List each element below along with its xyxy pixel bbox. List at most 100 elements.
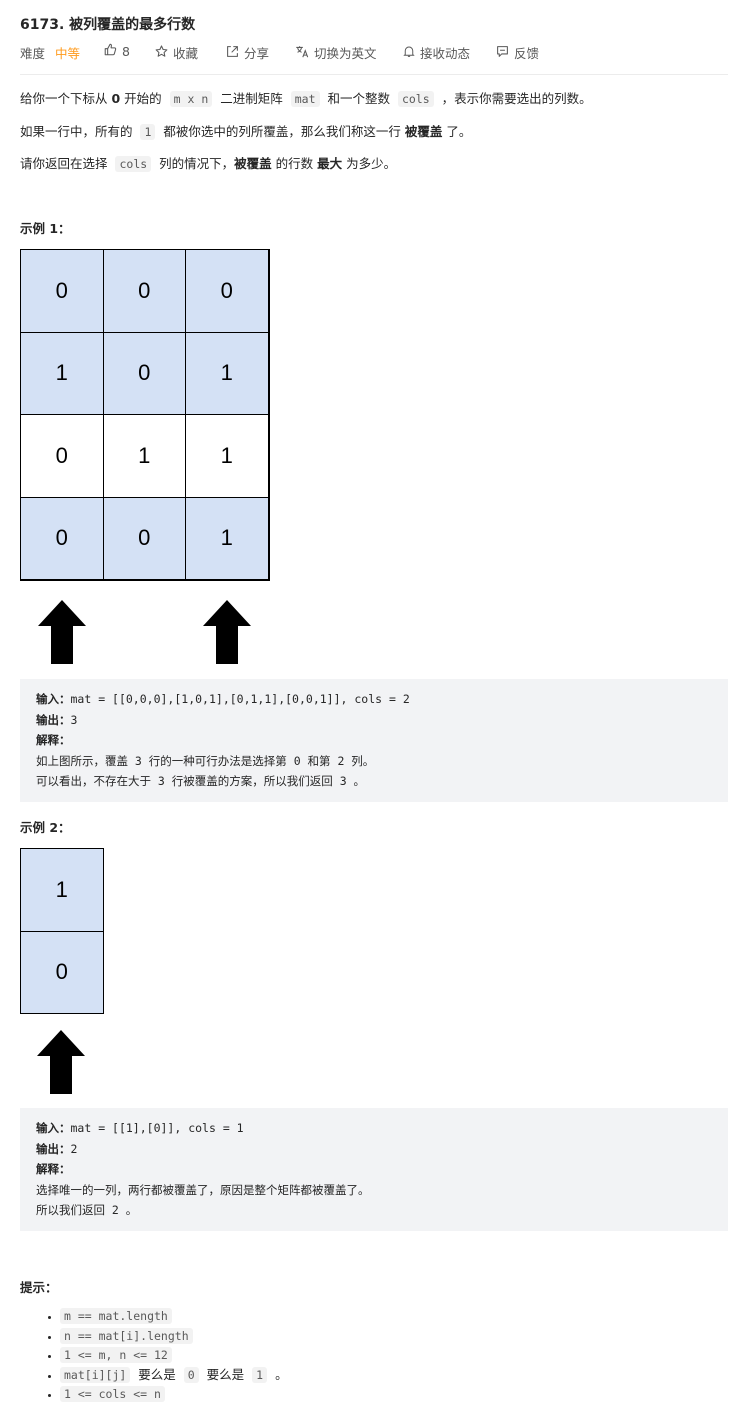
explanation-label: 解释：: [36, 1162, 71, 1176]
explanation-text: 如上图所示，覆盖 3 行的一种可行办法是选择第 0 和第 2 列。: [36, 753, 375, 768]
example-2-code-block: 输入：mat = [[1],[0]], cols = 1 输出：2 解释： 选择…: [20, 1108, 728, 1231]
arrow-up-icon: [37, 1030, 85, 1094]
text: 。: [271, 1366, 288, 1382]
feedback-label: 反馈: [514, 46, 540, 61]
output-label: 输出：: [36, 712, 71, 727]
header-divider: [20, 74, 728, 75]
inline-code: cols: [115, 156, 152, 172]
matrix-cell: 0: [20, 496, 104, 580]
output-value: 2: [70, 1141, 78, 1156]
switch-language-button[interactable]: 切换为英文: [295, 43, 377, 62]
output-value: 3: [70, 712, 78, 727]
notify-button[interactable]: 接收动态: [403, 43, 470, 62]
notify-label: 接收动态: [420, 46, 471, 61]
translate-icon: [295, 45, 309, 61]
difficulty-value: 中等: [55, 46, 81, 61]
description-paragraph-2: 如果一行中，所有的 1 都被你选中的列所覆盖，那么我们称这一行 被覆盖 了。: [20, 121, 471, 140]
star-icon: [155, 44, 168, 61]
feedback-button[interactable]: 反馈: [496, 43, 539, 62]
difficulty-label: 难度: [20, 46, 46, 61]
matrix-cell: 1: [20, 331, 104, 415]
matrix-cell: 0: [20, 249, 104, 333]
output-label: 输出：: [36, 1141, 71, 1156]
hints-title: 提示：: [20, 1280, 58, 1295]
inline-code: m x n: [169, 91, 213, 107]
matrix-cell: 1: [185, 496, 269, 580]
text: 给你一个下标从: [20, 91, 112, 106]
thumbs-up-icon: [104, 43, 117, 59]
inline-code: 1 <= m, n <= 12: [60, 1347, 172, 1364]
explanation-text: 所以我们返回 2 。: [36, 1203, 138, 1217]
inline-code: 0: [183, 1366, 199, 1383]
list-item: n == mat[i].length: [60, 1326, 288, 1346]
example-1-code-block: 输入：mat = [[0,0,0],[1,0,1],[0,1,1],[0,0,1…: [20, 679, 728, 802]
matrix-cell: 0: [102, 331, 186, 415]
matrix-cell: 0: [20, 414, 104, 498]
bold-text: 最大: [317, 156, 343, 171]
favorite-label: 收藏: [173, 46, 199, 61]
favorite-button[interactable]: 收藏: [155, 43, 198, 62]
matrix-cell: 0: [102, 496, 186, 580]
inline-code: 1: [252, 1366, 268, 1383]
inline-code: 1 <= cols <= n: [60, 1386, 165, 1403]
inline-code: m == mat.length: [60, 1308, 172, 1324]
constraints-list: m == mat.length n == mat[i].length 1 <= …: [20, 1306, 288, 1404]
text: 开始的: [120, 91, 166, 106]
text: 请你返回在选择: [20, 156, 112, 171]
share-label: 分享: [244, 46, 270, 61]
inline-code: mat[i][j]: [60, 1366, 131, 1383]
input-label: 输入：: [36, 1121, 71, 1135]
explanation-text: 可以看出，不存在大于 3 行被覆盖的方案，所以我们返回 3 。: [36, 774, 366, 788]
difficulty: 难度 中等: [20, 43, 80, 62]
bold-text: 被覆盖: [404, 124, 443, 139]
matrix-cell: 1: [185, 331, 269, 415]
matrix-cell: 0: [185, 249, 269, 333]
inline-code: mat: [290, 91, 320, 107]
text: 要么是: [202, 1366, 249, 1382]
example-2-title: 示例 2：: [20, 820, 71, 835]
text: 列的情况下，: [155, 156, 235, 171]
text: ，表示你需要选出的列数。: [437, 91, 592, 106]
matrix-cell: 1: [20, 848, 104, 932]
arrow-up-icon: [38, 600, 86, 664]
text: 为多少。: [342, 156, 397, 171]
matrix-cell: 0: [102, 249, 186, 333]
like-button[interactable]: 8: [104, 43, 130, 59]
input-label: 输入：: [36, 692, 71, 706]
bell-icon: [403, 45, 415, 61]
description-paragraph-3: 请你返回在选择 cols 列的情况下，被覆盖 的行数 最大 为多少。: [20, 153, 396, 172]
feedback-icon: [496, 45, 509, 61]
list-item: m == mat.length: [60, 1306, 288, 1326]
example-1-title: 示例 1：: [20, 221, 71, 236]
text: 如果一行中，所有的: [20, 124, 137, 139]
matrix-cell: 0: [20, 930, 104, 1014]
problem-title: 6173. 被列覆盖的最多行数: [20, 17, 196, 33]
input-value: mat = [[0,0,0],[1,0,1],[0,1,1],[0,0,1]],…: [70, 692, 410, 706]
text: 要么是: [134, 1366, 180, 1382]
explanation-text: 选择唯一的一列，两行都被覆盖了，原因是整个矩阵都被覆盖了。: [36, 1182, 370, 1197]
inline-code: n == mat[i].length: [60, 1327, 193, 1344]
switch-language-label: 切换为英文: [314, 46, 377, 61]
matrix-cell: 1: [185, 414, 269, 498]
bold-text: 0: [111, 91, 121, 106]
like-count: 8: [122, 43, 130, 59]
text: 的行数: [271, 156, 318, 171]
explanation-label: 解释：: [36, 733, 71, 747]
text: 和一个整数: [323, 91, 394, 106]
share-button[interactable]: 分享: [226, 43, 269, 62]
share-icon: [226, 45, 239, 61]
inline-code: cols: [397, 91, 434, 107]
description-paragraph-1: 给你一个下标从 0 开始的 m x n 二进制矩阵 mat 和一个整数 cols…: [20, 88, 592, 107]
text: 了。: [442, 124, 472, 139]
list-item: 1 <= m, n <= 12: [60, 1345, 288, 1365]
list-item: mat[i][j] 要么是 0 要么是 1 。: [60, 1365, 288, 1385]
matrix-cell: 1: [102, 414, 186, 498]
text: 二进制矩阵: [216, 91, 287, 106]
text: 都被你选中的列所覆盖，那么我们称这一行: [159, 124, 405, 139]
arrow-up-icon: [203, 600, 251, 664]
input-value: mat = [[1],[0]], cols = 1: [70, 1121, 244, 1135]
list-item: 1 <= cols <= n: [60, 1384, 288, 1404]
bold-text: 被覆盖: [234, 156, 272, 171]
